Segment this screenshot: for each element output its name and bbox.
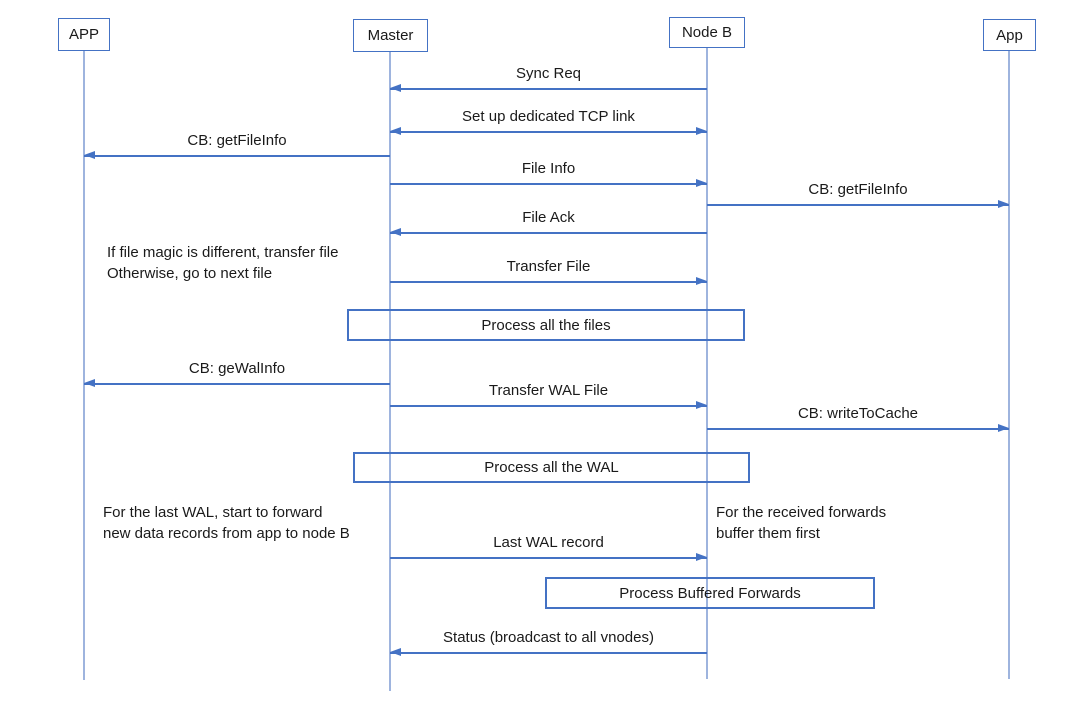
message-line bbox=[84, 155, 390, 157]
actor-app-left: APP bbox=[58, 18, 110, 51]
message-line bbox=[390, 405, 707, 407]
lifeline-app-left bbox=[83, 51, 85, 680]
arrowhead-right-icon bbox=[696, 277, 707, 285]
arrowhead-left-icon bbox=[84, 379, 95, 387]
message-line bbox=[390, 232, 707, 234]
message-label: CB: getFileInfo bbox=[187, 132, 287, 149]
message-line bbox=[390, 88, 707, 90]
message-label: Set up dedicated TCP link bbox=[462, 108, 635, 125]
arrowhead-right-icon bbox=[696, 401, 707, 409]
arrowhead-right-icon bbox=[998, 200, 1009, 208]
message-line bbox=[390, 652, 707, 654]
actor-label-node-b: Node B bbox=[681, 24, 733, 41]
message-label: File Info bbox=[521, 160, 576, 177]
message-label: Last WAL record bbox=[493, 534, 604, 551]
note: For the received forwards buffer them fir… bbox=[716, 502, 886, 544]
message-line bbox=[390, 281, 707, 283]
actor-label-app-left: APP bbox=[68, 26, 99, 43]
note: If file magic is different, transfer fil… bbox=[107, 242, 338, 284]
message-line bbox=[390, 131, 707, 133]
message-line bbox=[707, 428, 1009, 430]
arrowhead-left-icon bbox=[390, 127, 401, 135]
note-line: If file magic is different, transfer fil… bbox=[107, 244, 339, 261]
lifeline-master bbox=[389, 52, 391, 691]
process-box: Process all the files bbox=[347, 309, 745, 341]
note-line: For the received forwards bbox=[716, 504, 887, 521]
arrowhead-right-icon bbox=[696, 179, 707, 187]
message-label: CB: writeToCache bbox=[797, 405, 919, 422]
actor-app-right: App bbox=[983, 19, 1036, 51]
message-label: Status (broadcast to all vnodes) bbox=[443, 629, 654, 646]
process-box: Process all the WAL bbox=[353, 452, 750, 483]
message-label: CB: geWalInfo bbox=[188, 360, 286, 377]
note-line: For the last WAL, start to forward bbox=[103, 504, 323, 521]
arrowhead-left-icon bbox=[390, 228, 401, 236]
actor-label-app-right: App bbox=[996, 26, 1023, 44]
arrowhead-left-icon bbox=[390, 84, 401, 92]
actor-master: Master bbox=[353, 19, 428, 52]
process-box: Process Buffered Forwards bbox=[545, 577, 875, 609]
actor-label-master: Master bbox=[367, 27, 414, 44]
message-line bbox=[390, 183, 707, 185]
lifeline-app-right bbox=[1008, 51, 1010, 679]
arrowhead-right-icon bbox=[998, 424, 1009, 432]
arrowhead-right-icon bbox=[696, 553, 707, 561]
message-label: Transfer WAL File bbox=[488, 382, 609, 399]
note-line: buffer them first bbox=[716, 525, 820, 542]
message-line bbox=[390, 557, 707, 559]
message-label: Sync Req bbox=[515, 65, 582, 82]
message-label: Transfer File bbox=[506, 258, 591, 275]
note-line: new data records from app to node B bbox=[103, 525, 350, 542]
arrowhead-left-icon bbox=[84, 151, 95, 159]
arrowhead-right-icon bbox=[696, 127, 707, 135]
message-label: CB: getFileInfo bbox=[808, 181, 908, 198]
actor-node-b: Node B bbox=[669, 17, 745, 48]
note-line: Otherwise, go to next file bbox=[107, 265, 273, 282]
message-line bbox=[707, 204, 1009, 206]
arrowhead-left-icon bbox=[390, 648, 401, 656]
message-line bbox=[84, 383, 390, 385]
lifeline-node-b bbox=[706, 48, 708, 679]
note: For the last WAL, start to forward new da… bbox=[103, 502, 350, 544]
message-label: File Ack bbox=[522, 209, 575, 226]
